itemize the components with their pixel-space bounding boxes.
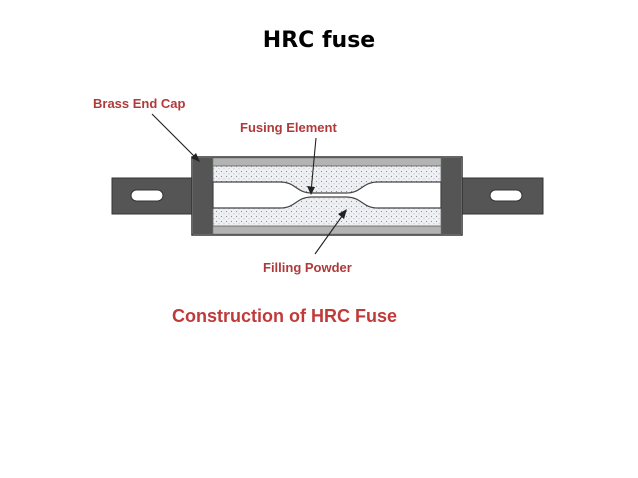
- left-brass-end-cap: [193, 158, 213, 234]
- fusing-element-arrowhead: [307, 186, 315, 195]
- diagram-caption: Construction of HRC Fuse: [172, 306, 397, 326]
- label-filling-powder: Filling Powder: [263, 260, 352, 275]
- end-cap-arrowhead: [191, 153, 200, 162]
- fusing-element: [212, 181, 442, 209]
- label-brass-end-cap: Brass End Cap: [93, 96, 186, 111]
- filling-powder-arrowhead: [338, 209, 347, 219]
- body-top-band: [212, 157, 442, 167]
- slide-title: HRC fuse: [262, 28, 376, 53]
- filling-powder-leader-line: [314, 211, 346, 255]
- left-terminal-slot: [130, 189, 164, 202]
- fusing-element-leader-line: [310, 137, 317, 193]
- right-brass-end-cap: [441, 158, 461, 234]
- body-bottom-band: [212, 225, 442, 235]
- right-terminal-slot: [489, 189, 523, 202]
- label-fusing-element: Fusing Element: [240, 120, 337, 135]
- end-cap-leader-line: [151, 113, 199, 161]
